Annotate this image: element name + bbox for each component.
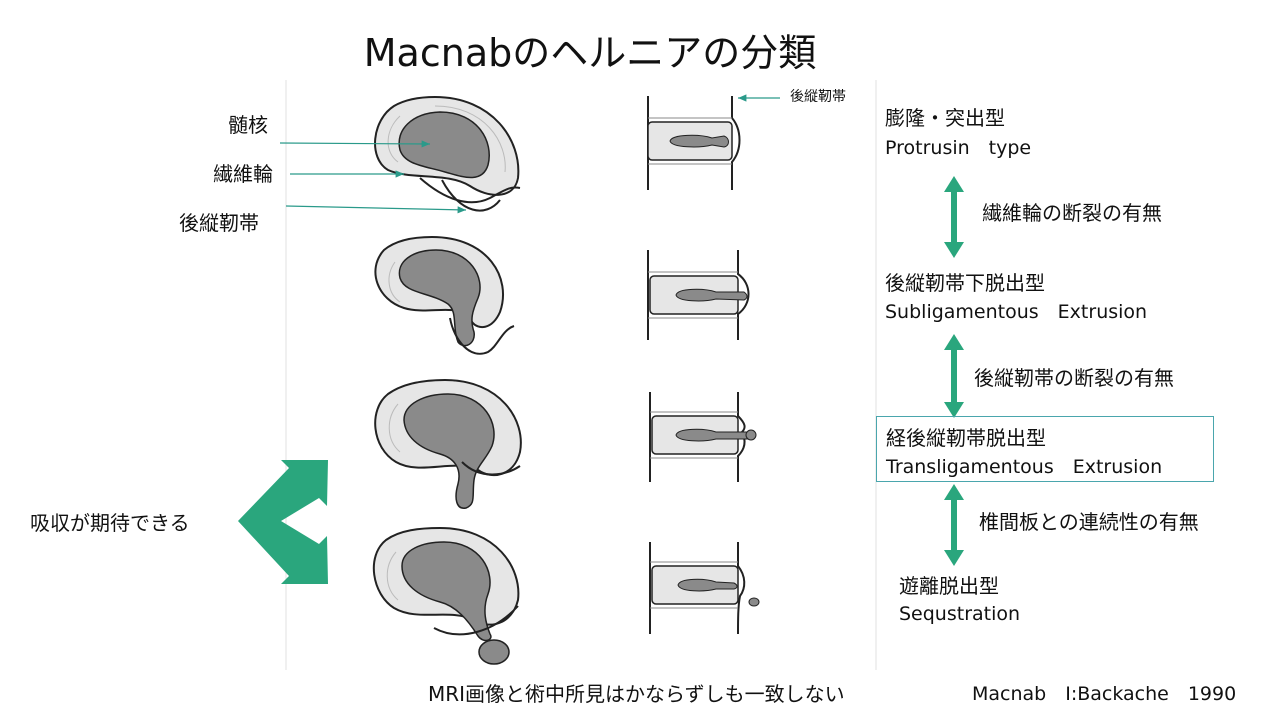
- sagittal-view-transligamentous: [649, 392, 757, 482]
- label-annulus: 繊維輪: [213, 162, 273, 186]
- type-3-jp: 経後縦靭帯脱出型: [886, 426, 1046, 450]
- sagittal-view-protrusion: [647, 96, 741, 190]
- pointer-nucleus: [279, 140, 431, 148]
- type-2-jp: 後縦靭帯下脱出型: [885, 271, 1045, 295]
- transition-arrow-2: [944, 334, 964, 418]
- type-4-en: Sequstration: [899, 603, 1021, 625]
- citation: Macnab I:Backache 1990: [972, 683, 1237, 705]
- label-nucleus: 髄核: [228, 113, 268, 137]
- absorb-label: 吸収が期待できる: [30, 511, 190, 535]
- transition-arrow-3: [944, 484, 964, 566]
- label-pll-side: 後縦靭帯: [790, 89, 846, 105]
- type-1-jp: 膨隆・突出型: [885, 106, 1005, 130]
- sagittal-view-sequestration: [649, 542, 760, 635]
- transition-3-label: 椎間板との連続性の有無: [979, 510, 1199, 534]
- type-3-highlight-box: [876, 416, 1214, 482]
- axial-disc-transligamentous: [374, 378, 522, 509]
- label-pll: 後縦靭帯: [179, 211, 259, 235]
- type-1-en: Protrusin type: [885, 137, 1032, 159]
- sagittal-view-subligamentous: [647, 250, 750, 340]
- transition-arrow-1: [944, 176, 964, 258]
- absorb-arrow: [238, 460, 328, 584]
- axial-disc-protrusion: [374, 95, 521, 212]
- axial-disc-subligamentous: [374, 235, 515, 355]
- page-title: Macnabのヘルニアの分類: [363, 31, 817, 75]
- transition-2-label: 後縦靭帯の断裂の有無: [974, 366, 1174, 390]
- type-4-jp: 遊離脱出型: [899, 574, 999, 598]
- type-2-en: Subligamentous Extrusion: [885, 301, 1148, 323]
- axial-disc-sequestration: [372, 526, 520, 665]
- type-3-en: Transligamentous Extrusion: [886, 456, 1163, 478]
- transition-1-label: 繊維輪の断裂の有無: [982, 201, 1162, 225]
- pointer-pll: [285, 205, 467, 214]
- footer-note: MRI画像と術中所見はかならずしも一致しない: [428, 682, 845, 706]
